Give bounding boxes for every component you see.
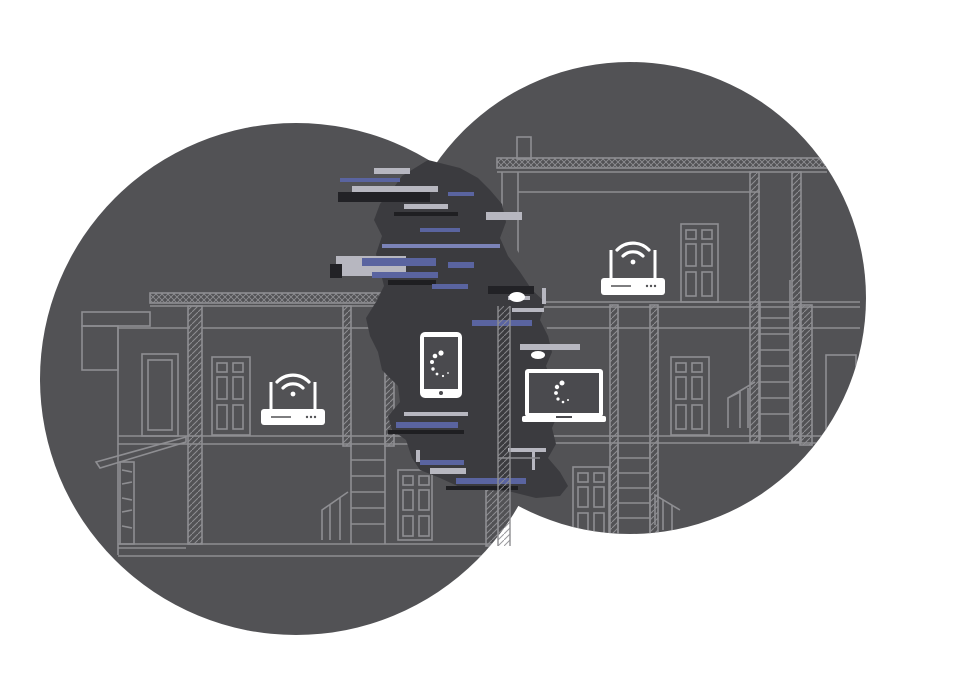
- wifi-router-icon: [261, 373, 325, 425]
- wifi-router-icon: [601, 241, 665, 295]
- right-house-blueprint: [496, 136, 860, 534]
- signal-interference-glitch: [330, 160, 580, 546]
- cloud-blip-icon: [531, 351, 545, 359]
- cloud-blip-icon: [509, 292, 525, 302]
- laptop-icon: [522, 369, 606, 422]
- loading-spinner-icon: [554, 380, 569, 404]
- tablet-icon: [420, 332, 462, 398]
- wifi-signal-icon: [615, 241, 651, 265]
- loading-spinner-icon: [430, 350, 449, 378]
- wifi-signal-icon: [275, 373, 311, 397]
